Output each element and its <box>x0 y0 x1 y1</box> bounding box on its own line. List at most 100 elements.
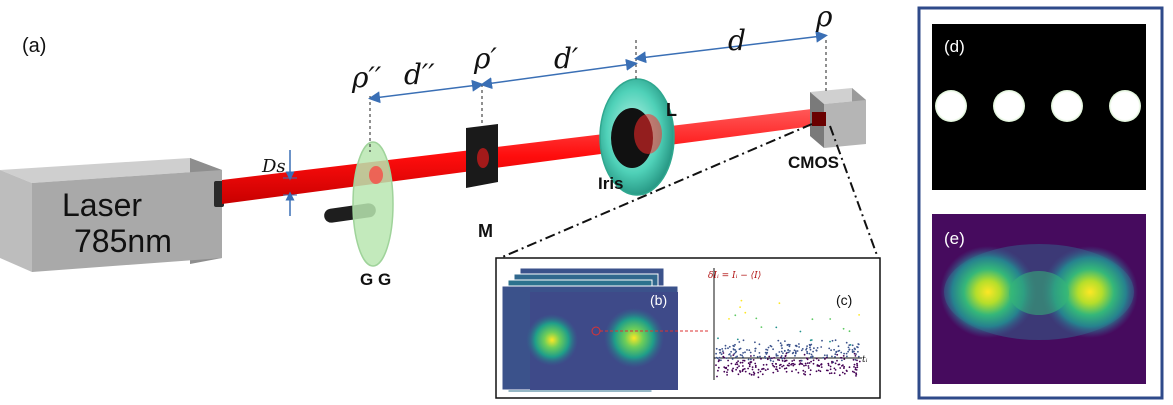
scatter-point <box>805 348 807 351</box>
scatter-point <box>719 349 722 351</box>
scatter-point <box>762 368 765 370</box>
scatter-point <box>854 355 857 357</box>
scatter-point <box>827 362 830 365</box>
scatter-point <box>757 371 760 374</box>
scatter-point <box>754 350 757 352</box>
scatter-point <box>806 352 809 355</box>
scatter-point <box>810 339 813 341</box>
scatter-point <box>856 366 859 369</box>
scatter-point <box>846 370 848 372</box>
scatter-point <box>742 359 744 362</box>
scatter-point <box>856 362 858 365</box>
scatter-point <box>720 359 722 362</box>
scatter-point <box>806 362 809 364</box>
scatter-point <box>793 359 795 362</box>
scatter-point <box>747 362 750 365</box>
scatter-point <box>815 357 818 360</box>
mask-spot <box>993 90 1025 122</box>
scatter-point <box>776 370 779 372</box>
scatter-point <box>843 365 845 368</box>
scatter-point <box>803 364 805 367</box>
scatter-point <box>834 369 837 371</box>
scatter-point <box>732 354 735 356</box>
scatter-point <box>793 363 796 366</box>
scatter-point <box>737 373 740 376</box>
scatter-point <box>740 299 743 302</box>
scatter-point <box>791 352 794 355</box>
scatter-point <box>831 355 833 358</box>
scatter-point <box>783 357 786 360</box>
iris-label: Iris <box>598 174 624 193</box>
scatter-point <box>727 347 729 350</box>
scatter-point <box>800 359 803 362</box>
scatter-point <box>732 367 734 370</box>
scatter-point <box>734 314 737 317</box>
scatter-point <box>848 349 851 351</box>
scatter-point <box>720 353 723 356</box>
laser-label-line1: Laser <box>62 187 142 223</box>
distance-d-label: d <box>728 24 746 57</box>
scatter-point <box>809 369 812 372</box>
scatter-point <box>784 360 786 363</box>
scatter-point <box>752 371 755 374</box>
scatter-point <box>792 362 795 365</box>
scatter-point <box>798 343 800 345</box>
distance-d-double-prime-label: d′′ <box>404 58 435 91</box>
scatter-point <box>851 350 854 353</box>
scatter-point <box>759 355 761 358</box>
scatter-point <box>766 351 769 354</box>
scatter-point <box>821 339 823 342</box>
scatter-point <box>739 306 741 308</box>
scatter-point <box>781 347 783 350</box>
scatter-point <box>802 369 805 372</box>
scatter-point <box>807 365 810 367</box>
scatter-point <box>717 369 719 372</box>
scatter-point <box>785 359 788 362</box>
scatter-point <box>723 366 726 368</box>
cmos-camera: CMOS <box>788 88 866 172</box>
scatter-point <box>751 366 754 368</box>
panel-b-label: (b) <box>650 292 667 308</box>
scatter-point <box>780 344 783 347</box>
mask-label: M <box>478 221 493 241</box>
scatter-point <box>730 355 732 357</box>
panel-c-label: (c) <box>836 292 852 308</box>
scatter-point <box>809 373 812 376</box>
scatter-point <box>818 364 820 367</box>
scatter-point <box>786 344 789 346</box>
scatter-point <box>747 358 750 361</box>
distance-d-prime-label: d′ <box>554 42 579 75</box>
scatter-point <box>775 353 778 355</box>
scatter-point <box>811 355 814 358</box>
scatter-point <box>719 351 722 354</box>
scatter-point <box>735 361 738 364</box>
scatter-point <box>742 368 745 371</box>
scatter-point <box>812 362 815 365</box>
scatter-point <box>837 345 840 348</box>
scatter-point <box>739 370 741 372</box>
scatter-point <box>829 368 832 371</box>
scatter-point <box>767 346 770 349</box>
scatter-point <box>753 354 755 357</box>
scatter-point <box>829 318 832 320</box>
scatter-point <box>742 365 744 367</box>
scatter-point <box>785 367 788 370</box>
scatter-point <box>809 348 812 351</box>
scatter-point <box>781 359 784 362</box>
scatter-point <box>804 373 807 376</box>
scatter-point <box>767 368 769 371</box>
mask-spot <box>1051 90 1083 122</box>
scatter-point <box>855 372 857 374</box>
scatter-point <box>840 357 843 359</box>
scatter-point <box>779 363 782 366</box>
scatter-point <box>841 359 843 362</box>
scatter-point <box>738 365 740 367</box>
scatter-point <box>788 343 791 346</box>
scatter-point <box>751 368 754 371</box>
scatter-point <box>754 362 757 365</box>
scatter-point <box>775 326 778 329</box>
scatter-point <box>795 368 797 371</box>
panel-a-label: (a) <box>22 35 46 57</box>
scatter-point <box>853 363 856 366</box>
scatter-point <box>715 347 718 350</box>
